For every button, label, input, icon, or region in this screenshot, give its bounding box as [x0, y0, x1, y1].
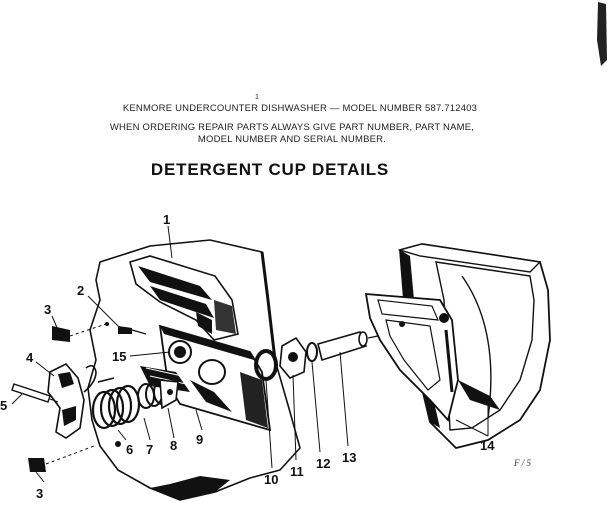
header-ordering-note-cont: MODEL NUMBER AND SERIAL NUMBER.: [197, 134, 387, 145]
callout-13: 13: [342, 450, 356, 465]
callout-11: 11: [290, 464, 304, 479]
part-screw-small: [97, 377, 115, 383]
callout-6: 6: [126, 442, 133, 457]
part-12-washer: [306, 342, 318, 362]
callout-9: 9: [196, 432, 203, 447]
header-mark: 1: [255, 94, 259, 101]
callout-15: 15: [112, 349, 126, 364]
part-3-screw-lower: [28, 445, 95, 472]
callout-8: 8: [170, 438, 177, 453]
part-11-cap: [279, 336, 307, 379]
part-6-rivet: [115, 441, 121, 447]
part-14-dispenser-cup: [364, 243, 551, 449]
part-8-latch: [159, 379, 179, 410]
callout-4: 4: [26, 350, 34, 365]
part-7-spring: [91, 384, 141, 430]
part-5-pin: [11, 383, 59, 403]
door-panel-edge: [260, 251, 277, 361]
part-10-o-ring: [254, 349, 278, 381]
callout-7: 7: [146, 442, 153, 457]
part-13-shaft: [317, 331, 379, 362]
part-1-dispenser-housing: [129, 255, 239, 341]
leader-lines: [11, 225, 489, 483]
header-ordering-note: WHEN ORDERING REPAIR PARTS ALWAYS GIVE P…: [109, 122, 475, 133]
diagram-title: DETERGENT CUP DETAILS: [150, 160, 390, 179]
door-panel-shadow: [150, 476, 230, 500]
header-model-line: KENMORE UNDERCOUNTER DISHWASHER — MODEL …: [122, 103, 478, 114]
callout-2: 2: [77, 283, 84, 298]
callout-5: 5: [0, 398, 7, 413]
callout-3-upper: 3: [44, 302, 51, 317]
callout-3-lower: 3: [36, 486, 43, 501]
callout-1: 1: [163, 212, 170, 227]
callout-12: 12: [316, 456, 330, 471]
callout-10: 10: [264, 472, 278, 487]
callout-14: 14: [480, 438, 495, 453]
part-2-screw: [118, 326, 147, 335]
part-9-detergent-cup-plate: [158, 324, 272, 432]
scan-edge-mark: [597, 2, 607, 66]
part-3-screw-upper: [52, 322, 109, 342]
page-reference: F / 5: [514, 458, 531, 468]
